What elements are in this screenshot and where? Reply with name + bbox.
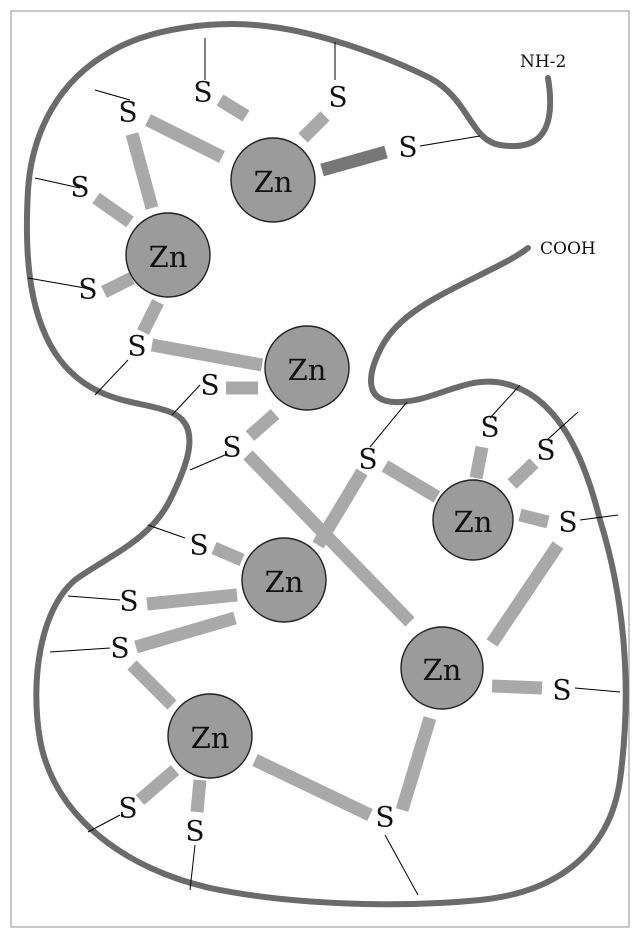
sulfur-label: S — [78, 273, 97, 306]
diagram-frame — [10, 10, 630, 928]
sulfur-label: S — [189, 529, 208, 562]
sulfur-label: S — [127, 330, 146, 363]
zinc-atom-2: Zn — [125, 212, 211, 298]
sulfur-label: S — [222, 431, 241, 464]
zinc-atom-3: Zn — [264, 325, 350, 411]
sulfur-label: S — [536, 434, 555, 467]
zinc-label: Zn — [254, 165, 293, 199]
sulfur-label: S — [118, 792, 137, 825]
sulfur-label: S — [110, 632, 129, 665]
sulfur-label: S — [358, 443, 377, 476]
zinc-label: Zn — [423, 653, 462, 687]
sulfur-label: S — [200, 369, 219, 402]
n-terminus-label: NH-2 — [520, 52, 566, 72]
zinc-label: Zn — [149, 240, 188, 274]
zinc-atom-7: Zn — [167, 693, 253, 779]
zinc-atom-5: Zn — [400, 626, 484, 710]
sulfur-label: S — [375, 801, 394, 834]
zinc-label: Zn — [265, 565, 304, 599]
sulfur-label: S — [70, 171, 89, 204]
c-terminus-label: COOH — [540, 239, 596, 259]
sulfur-label: S — [193, 76, 212, 109]
sulfur-label: S — [552, 674, 571, 707]
sulfur-label: S — [398, 131, 417, 164]
coordination-bonds — [92, 94, 564, 821]
sulfur-label: S — [118, 96, 137, 129]
zinc-atom-6: Zn — [241, 537, 327, 623]
zinc-atom-1: Zn — [230, 137, 316, 223]
zinc-label: Zn — [191, 721, 230, 755]
sulfur-atoms: S S S S S S S S S S S S S S S S S S S S — [70, 76, 577, 848]
sulfur-label: S — [480, 411, 499, 444]
sulfur-label: S — [185, 815, 204, 848]
sulfur-label: S — [558, 506, 577, 539]
zinc-label: Zn — [288, 353, 327, 387]
protein-backbone-chain — [23, 21, 629, 908]
tether-lines — [27, 38, 621, 896]
zinc-atom-4: Zn — [432, 479, 514, 561]
sulfur-label: S — [328, 81, 347, 114]
zinc-label: Zn — [454, 505, 493, 539]
sulfur-label: S — [119, 585, 138, 618]
